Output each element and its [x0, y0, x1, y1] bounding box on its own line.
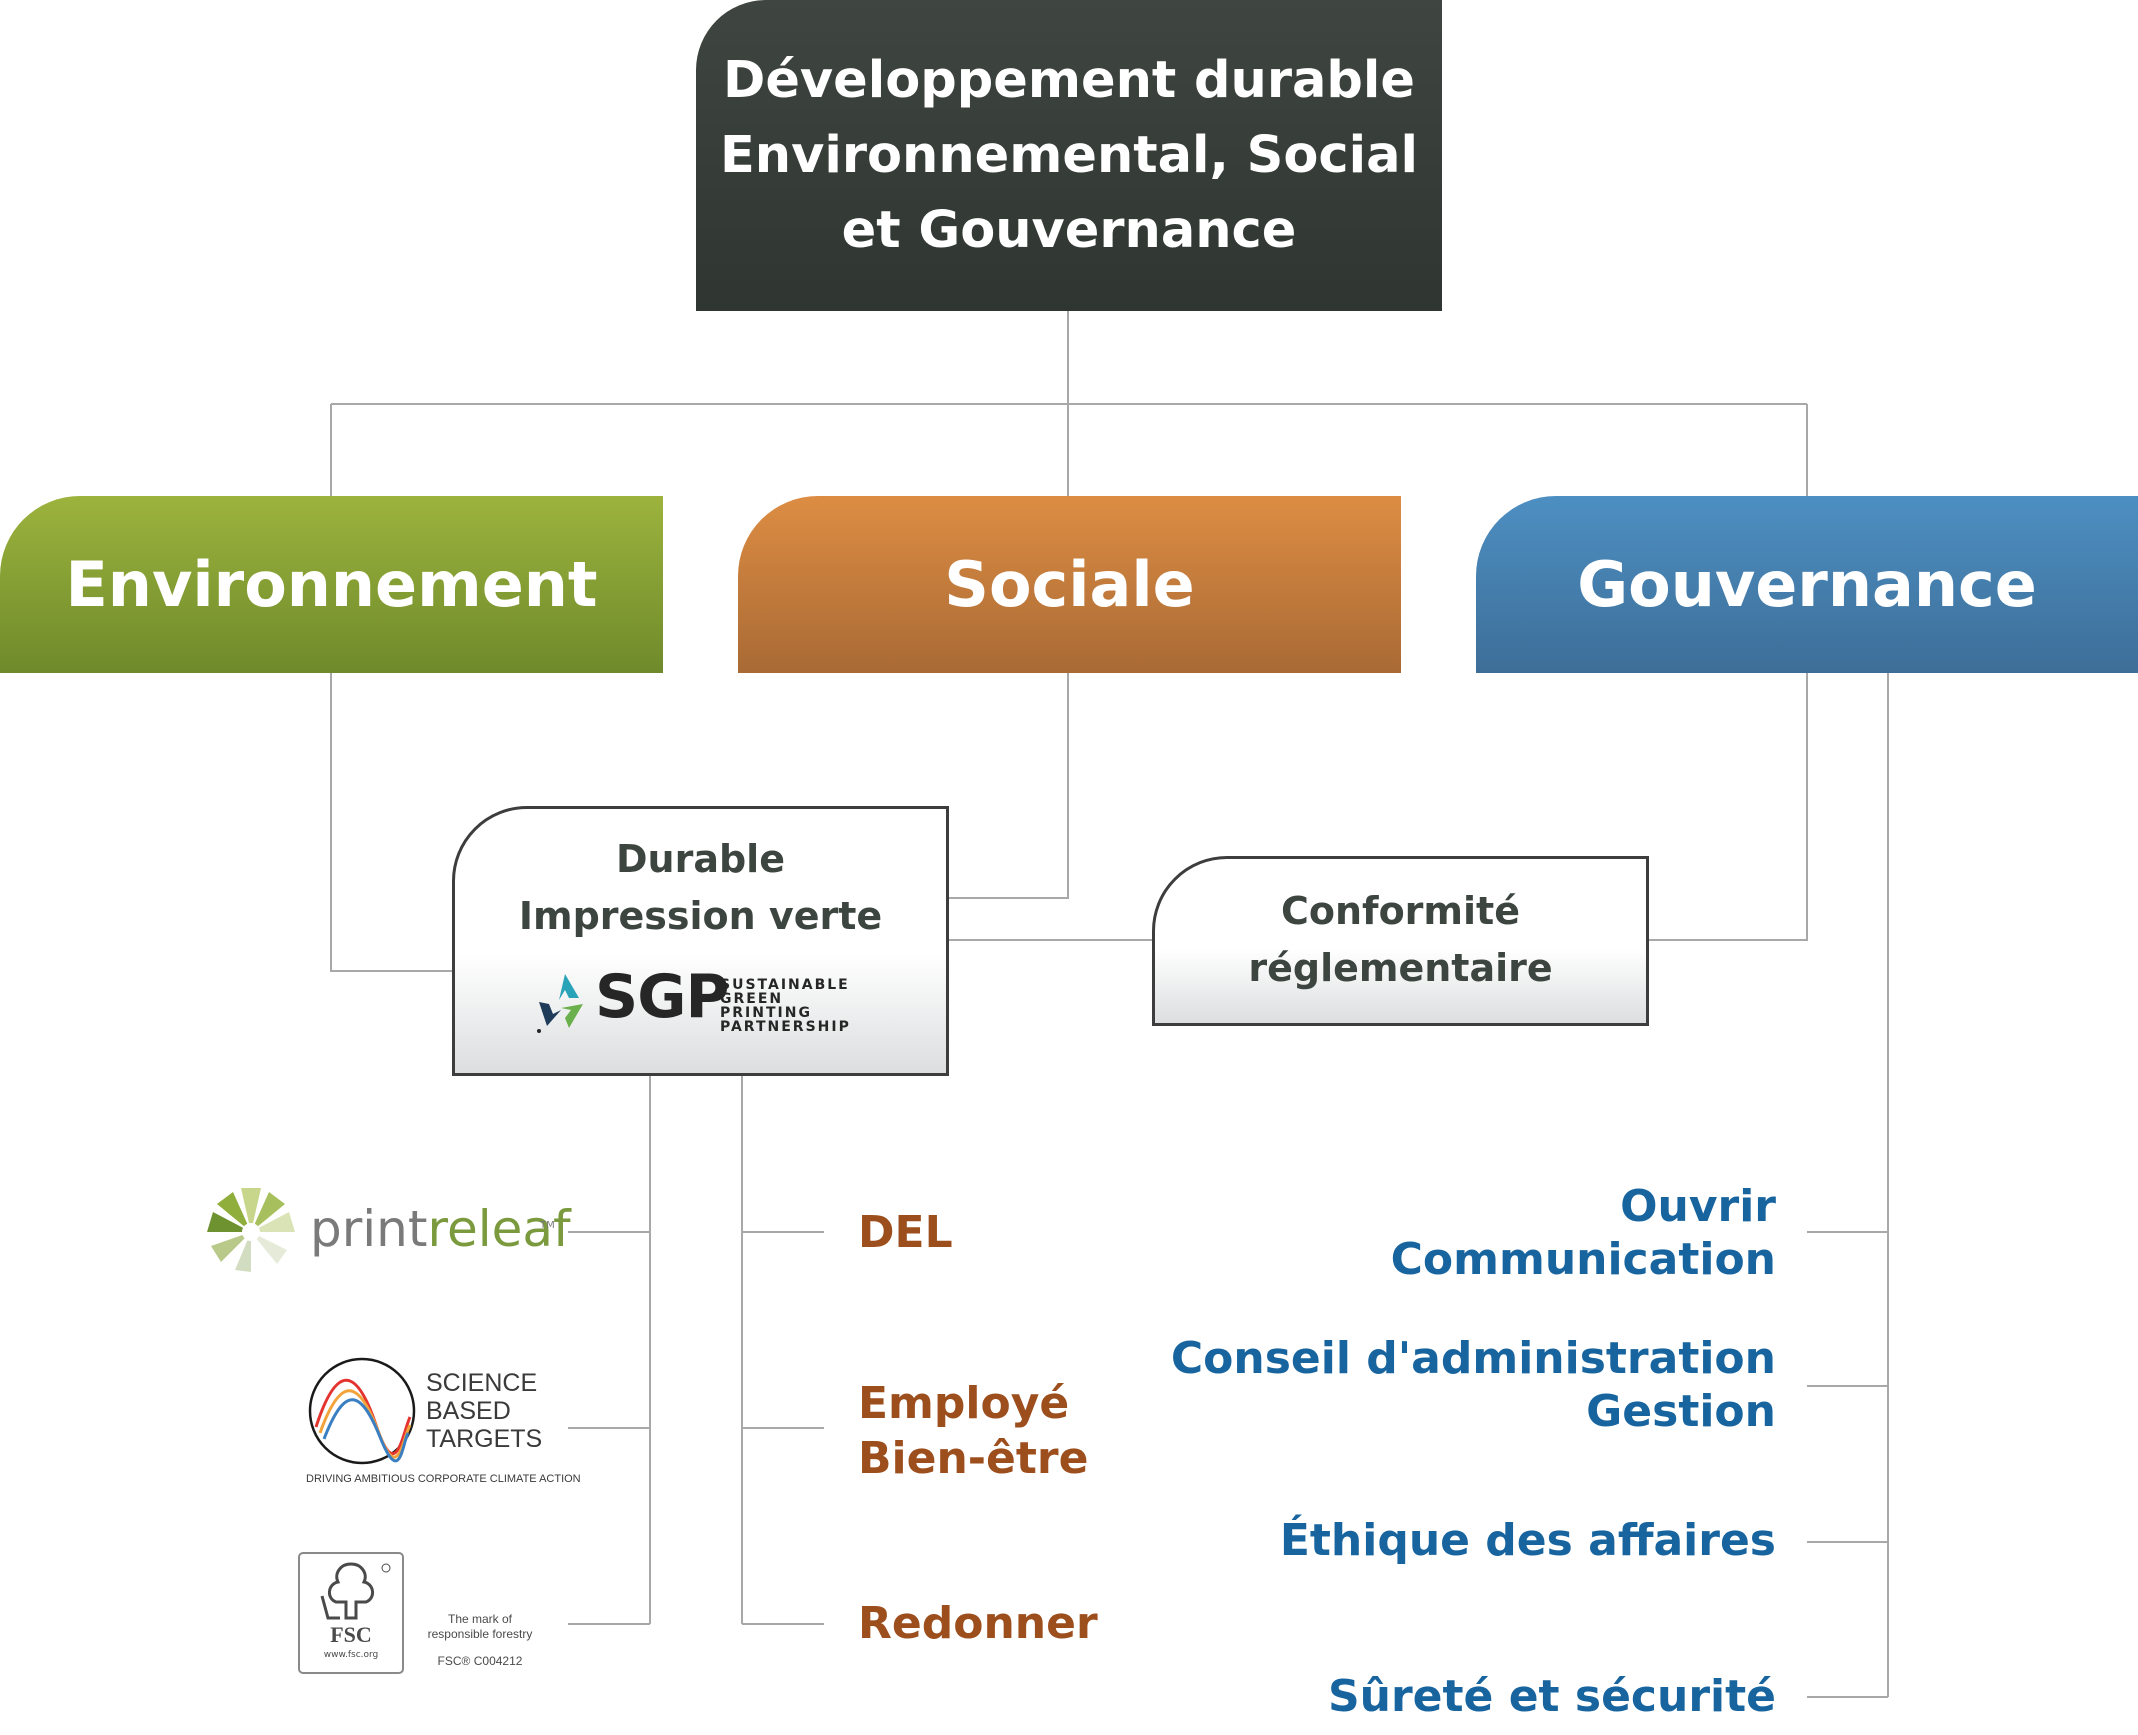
- sgp-logo-text: SGP: [595, 962, 729, 1032]
- printreleaf-print: print: [310, 1200, 428, 1258]
- sgp-sub-line1: SUSTAINABLE: [720, 977, 850, 993]
- root-title-line2: Environnemental, Social: [719, 126, 1419, 185]
- root-node: Développement durable Environnemental, S…: [696, 0, 1442, 311]
- compliance-line2: réglementaire: [1248, 946, 1553, 990]
- fsc-mark-line2: responsible forestry: [427, 1627, 533, 1641]
- board-line1: Conseil d'administration: [1170, 1333, 1776, 1384]
- open-line1: Ouvrir: [1620, 1181, 1776, 1232]
- social-items-connector: [741, 1076, 824, 1625]
- fsc-badge: FSC www.fsc.org: [298, 1552, 404, 1674]
- soc-to-durable-connector: [949, 673, 1069, 899]
- sbt-line2: BASED: [426, 1397, 511, 1425]
- governance-item-business-ethics: Éthique des affaires: [1279, 1515, 1776, 1566]
- category-governance: Gouvernance: [1476, 496, 2138, 673]
- sgp-logo: SGP SUSTAINABLE GREEN PRINTING PARTNERSH…: [535, 962, 875, 1034]
- durable-printing-node: Durable Impression verte: [452, 806, 949, 1076]
- board-line2: Gestion: [1586, 1386, 1776, 1437]
- governance-item-open-communication: Ouvrir Communication: [1391, 1180, 1776, 1286]
- fsc-code: FSC® C004212: [437, 1654, 523, 1668]
- compliance-node: Conformité réglementaire: [1152, 856, 1649, 1026]
- fsc-mark-text: The mark of responsible forestry: [410, 1612, 550, 1642]
- fsc-label: FSC: [330, 1622, 372, 1647]
- governance-items-connector: [1807, 673, 1889, 1698]
- printreleaf-releaf: releaf: [427, 1200, 571, 1258]
- sgp-recycle-icon: [537, 974, 583, 1033]
- sgp-logo-subtitle: SUSTAINABLE GREEN PRINTING PARTNERSHIP: [720, 978, 875, 1034]
- fsc-url: www.fsc.org: [323, 1650, 379, 1660]
- fsc-tree-icon: [320, 1562, 391, 1620]
- sbt-line1: SCIENCE: [426, 1369, 538, 1397]
- social-item-give-back: Redonner: [858, 1598, 1098, 1649]
- governance-item-board-management: Conseil d'administration Gestion: [1171, 1332, 1776, 1438]
- sgp-sub-line2: GREEN PRINTING: [720, 991, 812, 1021]
- root-connector: [330, 311, 1808, 496]
- social-item-employee-wellbeing: Employé Bien-être: [858, 1376, 1088, 1486]
- printreleaf-logo: printreleaf TM: [196, 1180, 571, 1280]
- root-title-line1: Développement durable: [722, 51, 1415, 110]
- env-to-durable-connector: [330, 673, 452, 972]
- env-logos-connector: [568, 1076, 651, 1625]
- fsc-mark-line1: The mark of: [447, 1612, 513, 1626]
- printreleaf-tm: TM: [540, 1220, 555, 1231]
- fsc-logo: FSC www.fsc.org The mark of responsible …: [298, 1552, 558, 1677]
- root-title-line3: et Gouvernance: [841, 201, 1297, 260]
- science-based-targets-logo: SCIENCE BASED TARGETS DRIVING AMBITIOUS …: [300, 1355, 581, 1490]
- printreleaf-leaf-icon: [207, 1188, 295, 1272]
- compliance-line1: Conformité: [1281, 889, 1520, 933]
- open-line2: Communication: [1390, 1234, 1776, 1285]
- social-item-del: DEL: [858, 1207, 953, 1258]
- printreleaf-wordmark: printreleaf: [310, 1200, 571, 1258]
- governance-item-safety-security: Sûreté et sécurité: [1327, 1671, 1776, 1722]
- durable-line1: Durable: [616, 837, 785, 881]
- gov-to-compliance-connector: [1649, 673, 1808, 941]
- sbt-tagline: DRIVING AMBITIOUS CORPORATE CLIMATE ACTI…: [306, 1473, 581, 1485]
- category-social: Sociale: [738, 496, 1401, 673]
- sbt-wordmark: SCIENCE BASED TARGETS: [426, 1369, 542, 1453]
- employee-line2: Bien-être: [858, 1433, 1089, 1484]
- category-environment: Environnement: [0, 496, 663, 673]
- sbt-line3: TARGETS: [426, 1425, 543, 1453]
- durable-line2: Impression verte: [518, 894, 883, 938]
- employee-line1: Employé: [858, 1378, 1070, 1429]
- sgp-sub-line3: PARTNERSHIP: [720, 1019, 851, 1035]
- sbt-circle-icon: [308, 1357, 416, 1465]
